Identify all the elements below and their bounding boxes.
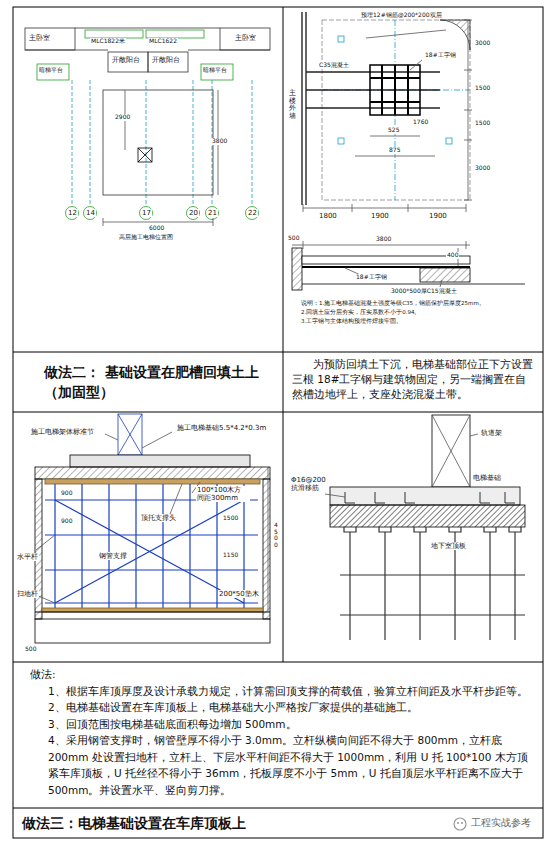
drawing-label: 扫地杆 [16,590,39,598]
drawing-label: 暗梯平台 [202,67,228,74]
drawing-label: 500 [287,235,300,242]
drawing-label: 3800 [375,236,392,243]
drawing-label: 18#工字钢 [424,52,457,59]
cell-body: 做法二： 基础设置在肥槽回填土上（加固型） [44,362,268,402]
drawing-label: 875 [388,147,401,154]
drawing-label: 地下室顶板 [430,542,467,550]
drawing-label: 暗梯平台 [38,67,64,74]
cell-text: 做法: [30,666,530,683]
drawing-label: 4500 [273,522,281,548]
drawing-label: 施工电梯基础5.5*4.2*0.3m [176,424,267,432]
cell-text: 3、回顶范围按电梯基础底面积每边增加 500mm。 [30,716,530,733]
drawing-label: 开敞阳台 [151,56,181,64]
drawing-label: 开敞阳台 [111,56,141,64]
cell-body: 做法三：电梯基础设置在车库顶板上 [22,814,534,832]
drawing-label: 400 [446,252,459,259]
drawing-label: 1500 [474,120,491,127]
drawing-label: 20 [188,209,199,217]
drawing-label: 200*50垫木 [218,590,260,598]
drawing-label: 工程实战参考 [470,817,532,829]
method-steps-cell: 做法:1、根据车库顶厚度及设计承载力规定，计算需回顶支撑的荷载值，验算立杆间距及… [14,663,542,807]
cell-body: 做法:1、根据车库顶厚度及设计承载力规定，计算需回顶支撑的荷载值，验算立杆间距及… [30,666,530,798]
drawing-label: MLC1622 [148,38,178,45]
drawing-label: 主楼外墙 [288,90,297,121]
drawing-label: 主卧室 [234,34,257,42]
drawing-label: 电梯基础 [472,474,502,482]
drawing-label: 主卧室 [28,34,51,42]
foundation-drawing [292,12,525,290]
drawing-label: 2900 [114,114,131,121]
drawing-label: 900 [60,518,73,525]
drawing-label: 12 [67,209,78,217]
cell-text: 为预防回填土下沉，电梯基础部位正下方设置三根 18#工字钢与建筑物固定，另一端搁… [292,357,534,402]
drawing-label: 钢管支撑 [98,552,128,560]
drawing-label: 预埋12#钢筋@200*200双层 [360,12,443,19]
drawing-label: MLC1822米 [90,38,126,45]
drawing-label: 17 [141,209,152,217]
drawing-label: 6000 [148,225,165,232]
drawing-label: 900 [60,490,73,497]
drawing-label: 高层施工电梯位置图 [118,234,174,241]
cell-body: 为预防回填土下沉，电梯基础部位正下方设置三根 18#工字钢与建筑物固定，另一端搁… [292,357,534,402]
drawing-label: 21 [207,209,218,217]
plan-drawing [25,28,270,226]
drawing-label: 2.回填土应分层夯实，压实系数不小于0.94。 [300,309,422,315]
drawing-label: 1500 [474,85,491,92]
cell-text: 4、采用钢管支撑时，钢管壁厚不得小于 3.0mm。立杆纵横向间距不得大于 800… [30,732,530,798]
method-three-cell: 做法三：电梯基础设置在车库顶板上 [14,809,542,837]
drawing-label: C35混凝土 [318,62,350,69]
cell-text: 1、根据车库顶厚度及设计承载力规定，计算需回顶支撑的荷载值，验算立杆间距及水平杆… [30,683,530,700]
roof-foundation-drawing [325,415,525,640]
drawing-label: 18#工字钢 [355,274,388,281]
method-title-cell: 做法二： 基础设置在肥槽回填土上（加固型） [14,353,282,411]
drawing-label: 水平杆 [16,553,39,561]
drawing-label: 1150 [222,552,239,559]
drawing-label: 3.工字钢与主体结构预埋件焊接牢固。 [300,318,403,324]
drawing-label: 14 [85,209,96,217]
drawing-label: 500 [24,646,37,653]
drawing-label: Φ16@200 抗滑移筋 [290,476,328,492]
drawing-label: 施工电梯架体标准节 [30,428,95,436]
drawing-label: 说明：1.施工电梯基础混凝土强度等级C35，钢筋保护层厚度25mm。 [300,300,486,306]
shoring-drawing [35,414,270,643]
drawing-label: 525 [387,127,400,134]
drawing-label: 1500 [222,515,239,522]
drawing-label: 22 [247,209,258,217]
drawing-label: 1760 [412,119,429,126]
drawing-label: 1900 [428,212,448,220]
watermark-icon [454,818,466,830]
drawing-label: 100*100木方 间距300mm [196,486,250,502]
drawing-label: 轨道架 [480,429,503,437]
drawing-label: 3000*500厚C15混凝土 [390,288,458,295]
table-grid [13,7,543,838]
drawing-label: 1900 [370,212,390,220]
cell-text: 做法二： 基础设置在肥槽回填土上（加固型） [44,362,268,402]
drawing-label: 顶托支撑头 [140,514,177,522]
drawing-label: 3000 [474,40,491,47]
method-text-cell: 为预防回填土下沉，电梯基础部位正下方设置三根 18#工字钢与建筑物固定，另一端搁… [284,353,542,411]
drawing-label: 3800 [211,138,228,145]
cell-text: 2、电梯基础设置在车库顶板上，电梯基础大小严格按厂家提供的基础施工。 [30,699,530,716]
drawing-label: 3000 [474,165,491,172]
drawing-label: 1800 [318,212,338,220]
cell-text: 做法三：电梯基础设置在车库顶板上 [22,814,534,832]
